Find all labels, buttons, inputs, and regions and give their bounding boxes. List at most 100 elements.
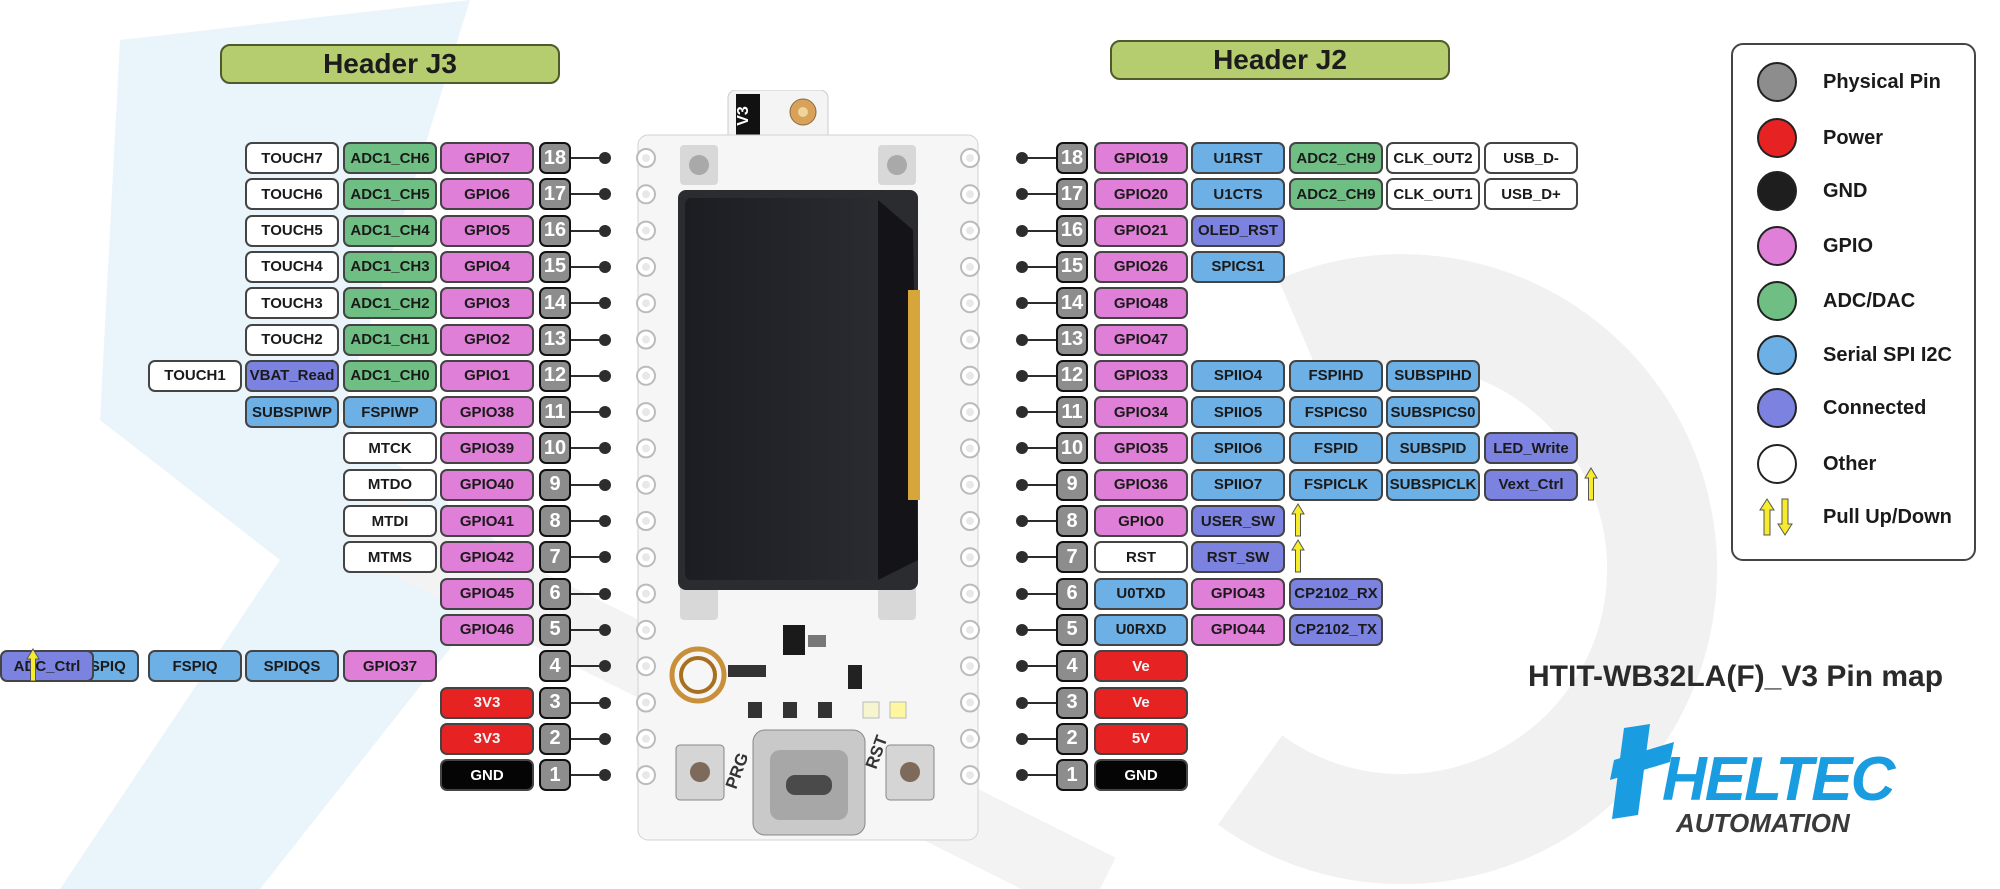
j3-physical-pin: 15	[539, 250, 571, 283]
j3-physical-pin: 3	[539, 686, 571, 719]
j3-lead-dot	[599, 333, 611, 346]
j3-pin-label: VBAT_Read	[245, 359, 339, 392]
j2-physical-pin: 15	[1056, 250, 1088, 283]
j2-lead-dot	[1016, 696, 1028, 709]
j2-lead-line	[1022, 665, 1056, 668]
j2-pin-label: SUBSPIHD	[1386, 359, 1480, 392]
j3-lead-dot	[599, 442, 611, 455]
j3-lead-line	[571, 411, 605, 414]
legend-swatch	[1757, 281, 1797, 321]
logo-main-text: HELTEC	[1662, 745, 1897, 814]
j2-lead-line	[1022, 520, 1056, 522]
j3-pin-label: ADC1_CH1	[343, 323, 437, 356]
j2-lead-dot	[1016, 623, 1028, 636]
j3-physical-pin: 5	[539, 613, 571, 646]
legend-item: Power	[1757, 115, 1883, 161]
j3-pin-label: TOUCH6	[245, 178, 339, 211]
j3-lead-line	[571, 229, 605, 232]
j3-physical-pin: 16	[539, 214, 571, 247]
j3-pin-label: 3V3	[440, 686, 534, 719]
legend-item: Pull Up/Down	[1757, 494, 1952, 540]
j2-pin-label: GPIO43	[1191, 577, 1285, 610]
j2-lead-line	[1022, 628, 1056, 631]
j2-pin-label: CLK_OUT1	[1386, 178, 1480, 211]
j3-physical-pin: 13	[539, 323, 571, 356]
j3-pin-label: GPIO40	[440, 468, 534, 501]
j2-pin-label: USB_D+	[1484, 178, 1578, 211]
j3-pin-label: TOUCH2	[245, 323, 339, 356]
j3-pin-label: ADC_Ctrl	[0, 650, 94, 683]
j2-lead-dot	[1016, 260, 1028, 273]
j2-physical-pin: 2	[1056, 722, 1088, 755]
j3-pin-label: GPIO2	[440, 323, 534, 356]
legend-swatch	[1757, 335, 1797, 375]
diagram-title: HTIT-WB32LA(F)_V3 Pin map	[1528, 660, 1944, 693]
j2-pin-label: CLK_OUT2	[1386, 142, 1480, 174]
j3-lead-dot	[599, 515, 611, 527]
j3-physical-pin: 4	[539, 650, 571, 683]
j3-pin-label: MTCK	[343, 432, 437, 465]
heltec-logo: HELTEC AUTOMATION	[1610, 724, 1899, 838]
j2-lead-line	[1022, 338, 1056, 341]
j2-pin-label: GND	[1094, 759, 1188, 792]
legend-item: Physical Pin	[1757, 59, 1941, 105]
legend-item: Connected	[1757, 385, 1926, 431]
j3-pin-label: 3V3	[440, 722, 534, 755]
j3-lead-dot	[599, 369, 611, 382]
j3-pin-label: GPIO7	[440, 142, 534, 174]
board-illustration: V3 PRG RST	[636, 90, 980, 841]
j3-pin-label: FSPIQ	[148, 650, 242, 683]
j3-physical-pin: 1	[539, 759, 571, 792]
j2-lead-line	[1022, 447, 1056, 450]
j3-lead-dot	[599, 297, 611, 310]
j2-pin-label: 5V	[1094, 722, 1188, 755]
j3-pin-label: GPIO41	[440, 505, 534, 537]
j3-lead-line	[571, 193, 605, 196]
j2-pin-label: GPIO19	[1094, 142, 1188, 174]
j3-lead-line	[571, 265, 605, 268]
j2-pin-label: GPIO21	[1094, 214, 1188, 247]
j2-lead-dot	[1016, 515, 1028, 527]
j3-pin-label: ADC1_CH0	[343, 359, 437, 392]
j2-pin-label: CP2102_RX	[1289, 577, 1383, 610]
j2-lead-line	[1022, 229, 1056, 232]
j3-pin-label: ADC1_CH2	[343, 287, 437, 320]
header-j3-title: Header J3	[220, 44, 560, 84]
j3-pin-label: GPIO3	[440, 287, 534, 320]
j2-physical-pin: 8	[1056, 505, 1088, 537]
j3-physical-pin: 9	[539, 468, 571, 501]
j3-lead-line	[571, 338, 605, 341]
j3-pin-label: MTDI	[343, 505, 437, 537]
j2-pin-label: FSPICS0	[1289, 396, 1383, 429]
j2-pin-label: RST	[1094, 541, 1188, 574]
j3-physical-pin: 8	[539, 505, 571, 537]
j2-physical-pin: 5	[1056, 613, 1088, 646]
j2-pin-label: U0RXD	[1094, 613, 1188, 646]
j2-lead-dot	[1016, 732, 1028, 745]
j3-physical-pin: 7	[539, 541, 571, 574]
j2-lead-line	[1022, 556, 1056, 559]
j3-physical-pin: 12	[539, 359, 571, 392]
j3-physical-pin: 11	[539, 396, 571, 429]
j2-pin-label: GPIO48	[1094, 287, 1188, 320]
j2-lead-line	[1022, 193, 1056, 196]
j3-physical-pin: 14	[539, 287, 571, 320]
j3-lead-dot	[599, 260, 611, 273]
j2-physical-pin: 1	[1056, 759, 1088, 792]
j2-lead-dot	[1016, 297, 1028, 310]
j2-pin-label: GPIO35	[1094, 432, 1188, 465]
legend-label: Other	[1823, 452, 1877, 475]
j3-pin-label: ADC1_CH6	[343, 142, 437, 174]
j3-pin-label: GND	[440, 759, 534, 792]
j2-pin-label: OLED_RST	[1191, 214, 1285, 247]
j2-pin-label: GPIO33	[1094, 359, 1188, 392]
j2-pin-label: U0TXD	[1094, 577, 1188, 610]
j3-lead-line	[571, 556, 605, 559]
legend-item: Other	[1757, 441, 1876, 487]
j2-pin-label: CP2102_TX	[1289, 613, 1383, 646]
j2-physical-pin: 18	[1056, 142, 1088, 174]
j2-pin-label: SPIIO4	[1191, 359, 1285, 392]
j2-pin-label: RST_SW	[1191, 541, 1285, 574]
j2-pin-label: SPIIO6	[1191, 432, 1285, 465]
